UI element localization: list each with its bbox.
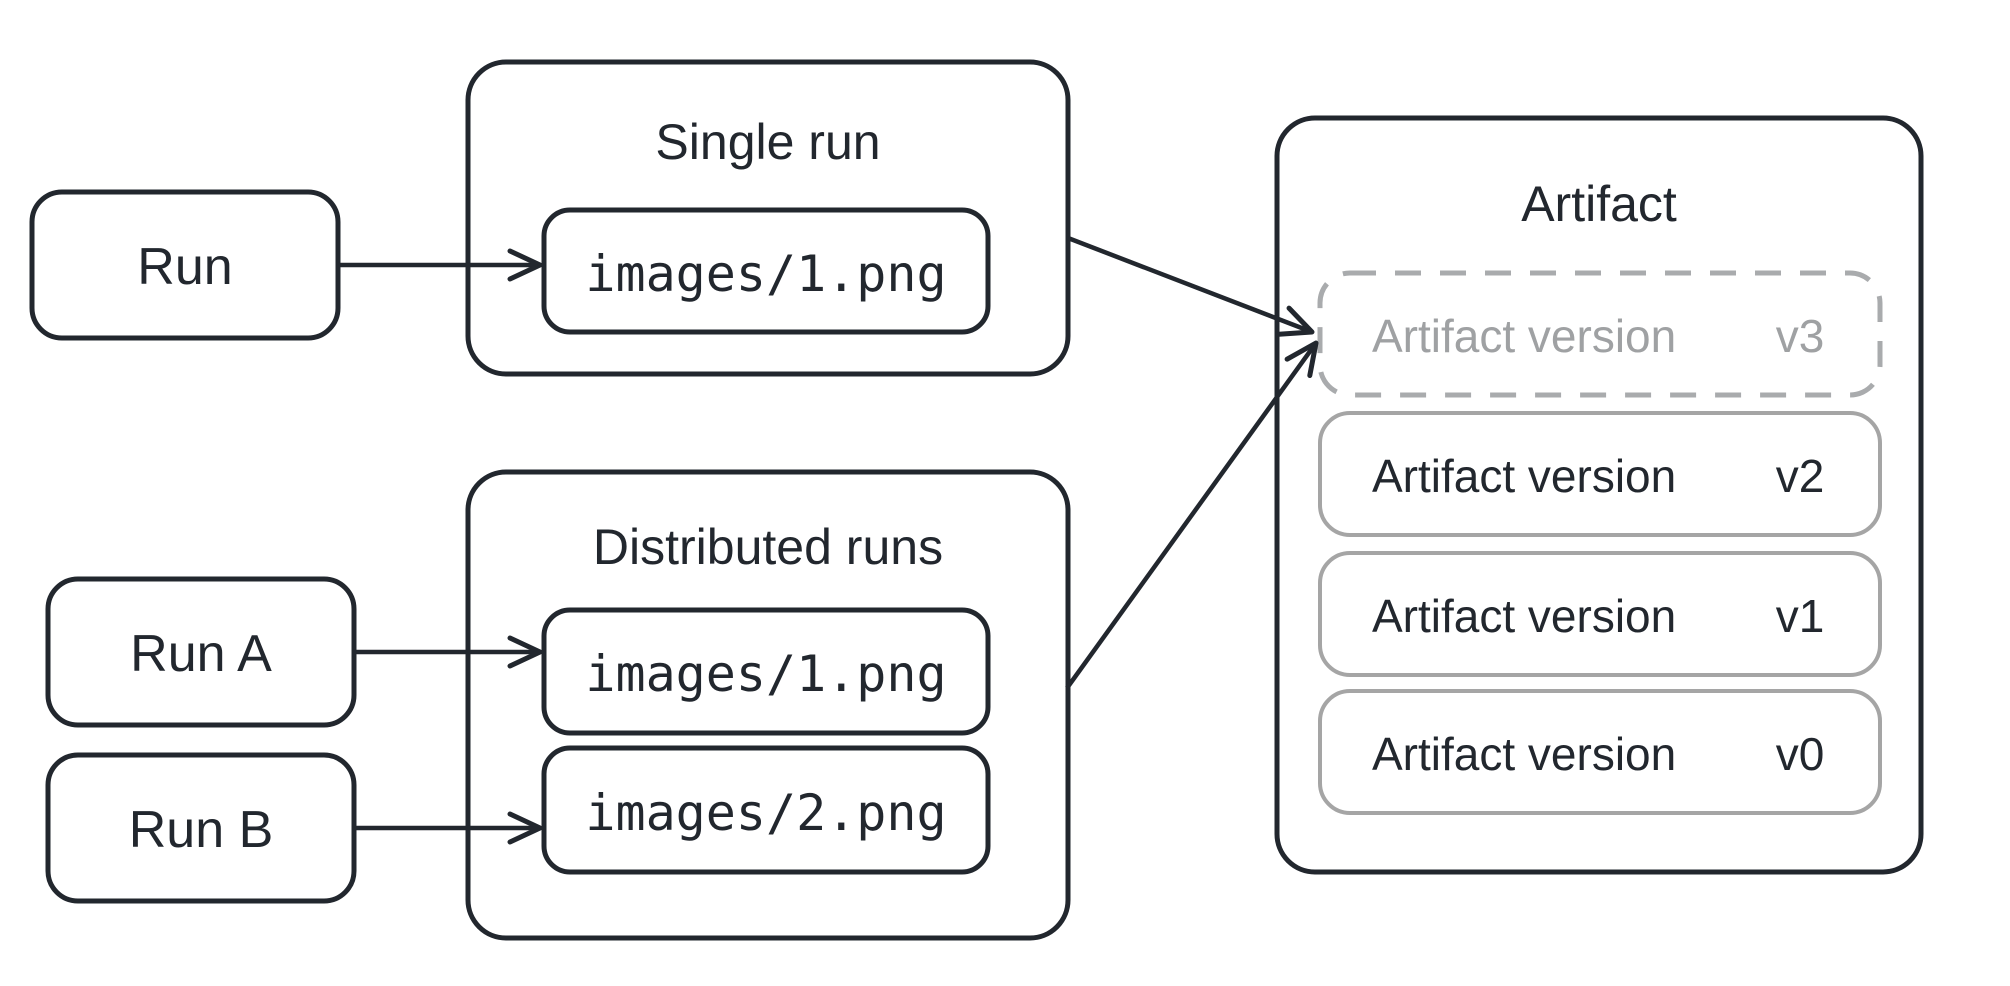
distributed-runs-file-b-label: images/2.png	[585, 784, 946, 842]
artifact-version-row-v2: Artifact version v2	[1318, 411, 1882, 537]
artifact-version-v1-tag: v1	[1776, 590, 1825, 642]
artifact-version-v2-label: Artifact version	[1372, 450, 1676, 502]
artifact-version-v3-tag: v3	[1776, 310, 1825, 362]
run-node-label: Run	[137, 238, 232, 296]
artifact-version-row-v3: Artifact version v3	[1317, 270, 1883, 398]
artifact-title: Artifact	[1521, 176, 1677, 232]
run-b-node-label: Run B	[129, 801, 274, 859]
artifact-group: Artifact Artifact version v3 Artifact ve…	[1274, 115, 1924, 875]
artifact-version-v2-box	[1318, 411, 1882, 537]
distributed-runs-file-a-label: images/1.png	[585, 645, 946, 703]
artifact-version-v0-box	[1318, 689, 1882, 815]
run-a-node: Run A	[45, 576, 357, 728]
single-run-title: Single run	[655, 114, 880, 170]
artifact-version-row-v0: Artifact version v0	[1318, 689, 1882, 815]
arrow-distributed-runs-to-artifact-v3	[1065, 340, 1319, 690]
artifact-version-v0-label: Artifact version	[1372, 728, 1676, 780]
artifact-version-v3-label: Artifact version	[1372, 310, 1676, 362]
distributed-runs-title: Distributed runs	[593, 519, 943, 575]
distributed-runs-group: Distributed runs images/1.png images/2.p…	[465, 469, 1071, 941]
artifact-version-v1-label: Artifact version	[1372, 590, 1676, 642]
distributed-runs-file-b-box	[541, 745, 991, 875]
artifact-version-v2-tag: v2	[1776, 450, 1825, 502]
artifact-version-row-v1: Artifact version v1	[1318, 551, 1882, 677]
artifact-version-v0-tag: v0	[1776, 728, 1825, 780]
artifact-version-v3-box	[1317, 270, 1883, 398]
single-run-file-label: images/1.png	[585, 245, 946, 303]
single-run-group: Single run images/1.png	[465, 59, 1071, 377]
distributed-runs-file-a-box	[541, 607, 991, 736]
single-run-file-box	[541, 207, 991, 335]
arrow-single-run-to-artifact-v3	[1067, 235, 1315, 337]
run-a-node-label: Run A	[130, 625, 272, 683]
run-node: Run	[29, 189, 341, 341]
artifact-version-v1-box	[1318, 551, 1882, 677]
run-b-node: Run B	[45, 752, 357, 904]
